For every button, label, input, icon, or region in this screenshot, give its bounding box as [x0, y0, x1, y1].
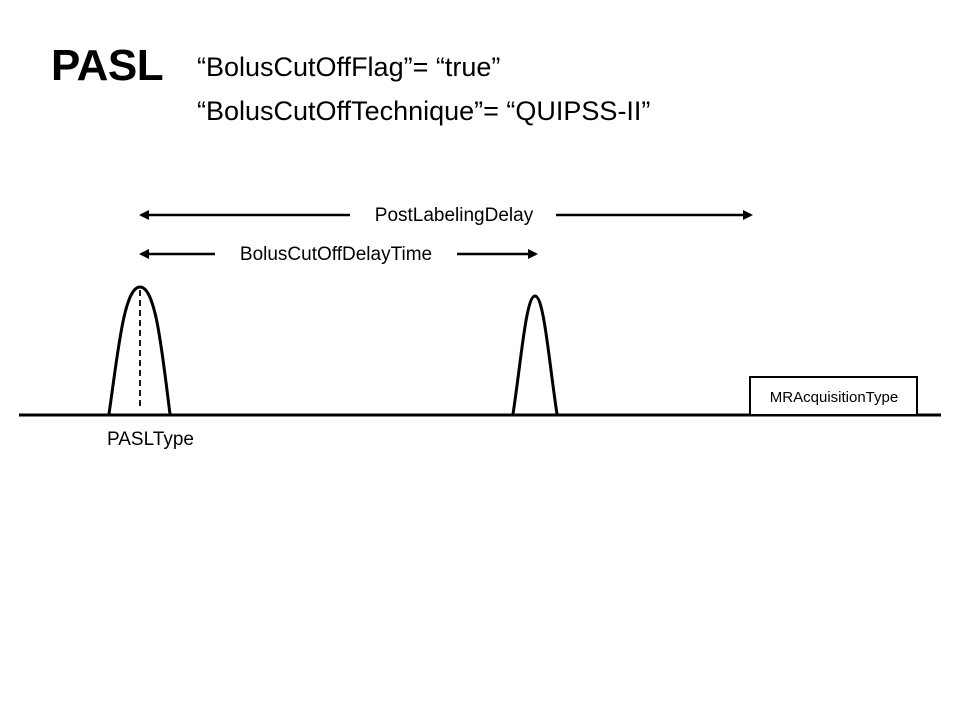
parameter-bolus-cutoff-technique: “BolusCutOffTechnique”= “QUIPSS-II”	[197, 96, 651, 126]
bolus-cutoff-pulse	[511, 294, 559, 415]
bolus-cutoff-delay-time-label: BolusCutOffDelayTime	[240, 244, 432, 265]
post-labeling-delay-label: PostLabelingDelay	[375, 205, 534, 226]
bolus-cutoff-delay-time-arrow: BolusCutOffDelayTime	[139, 244, 538, 265]
mr-acquisition-type-label: MRAcquisitionType	[770, 389, 898, 406]
pasl-type-label: PASLType	[107, 429, 194, 450]
mr-acquisition-box	[749, 376, 918, 416]
slide-title: PASL	[51, 41, 164, 90]
labeling-pulse	[107, 285, 172, 415]
post-labeling-delay-arrow: PostLabelingDelay	[139, 205, 753, 226]
parameter-bolus-cutoff-flag: “BolusCutOffFlag”= “true”	[197, 52, 501, 82]
